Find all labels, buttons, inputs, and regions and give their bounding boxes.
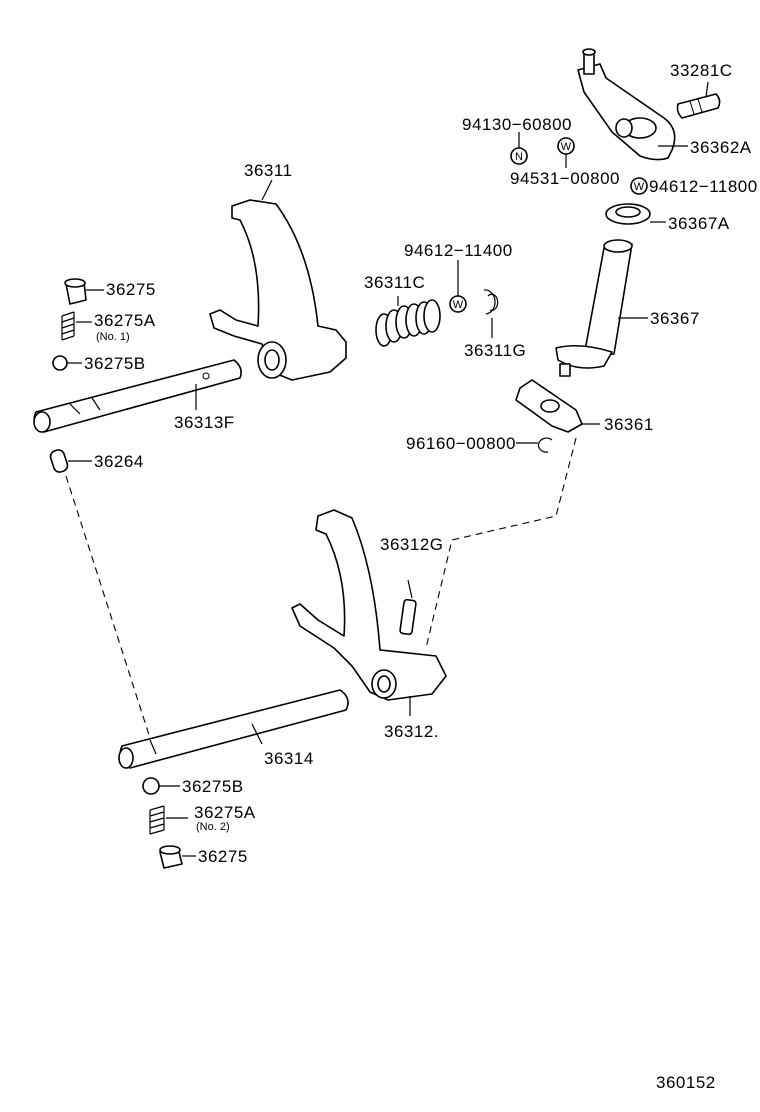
shift-fork-36312 (291, 509, 447, 716)
label-36275B-bottom: 36275B (182, 777, 244, 796)
svg-text:N: N (515, 151, 523, 163)
e-ring-96160 (516, 437, 553, 453)
ball-36275B-bottom (142, 777, 180, 795)
label-36275-bottom: 36275 (198, 847, 248, 866)
label-36275B-top: 36275B (84, 354, 146, 373)
spring-36311C (375, 296, 441, 347)
plug-36275-bottom (159, 845, 196, 869)
plug-36275-top (64, 278, 104, 305)
washer-symbol-94612-11800: W (630, 177, 648, 195)
shift-rod-36313F (33, 359, 242, 433)
washer-symbol-94531: W (557, 137, 575, 168)
shift-lever-36361 (515, 379, 600, 433)
shift-rod-36314 (118, 689, 349, 769)
label-36314: 36314 (264, 749, 314, 768)
key-36312G (399, 579, 417, 636)
label-36275A-bottom-note: (No. 2) (196, 821, 230, 833)
label-36275-top: 36275 (106, 280, 156, 299)
spring-36275A-bottom (149, 805, 188, 835)
svg-text:W: W (453, 299, 464, 311)
label-36313F: 36313F (174, 413, 235, 432)
label-33281C: 33281C (670, 61, 733, 80)
label-36275A-top: 36275A (94, 311, 156, 330)
label-36311G: 36311G (464, 341, 526, 360)
label-94130: 94130−60800 (462, 115, 572, 134)
label-94612-11400: 94612−11400 (404, 241, 513, 260)
label-36367: 36367 (650, 309, 700, 328)
pin-33281C (676, 81, 721, 119)
nut-symbol-94130: N (510, 132, 528, 165)
svg-text:W: W (634, 181, 645, 193)
snap-ring-36311G (483, 289, 499, 338)
label-36362A: 36362A (690, 138, 752, 157)
label-36361: 36361 (604, 415, 654, 434)
oil-seal-36367A (605, 203, 666, 225)
label-36367A: 36367A (668, 214, 730, 233)
spring-36275A-top (61, 311, 92, 341)
label-94531: 94531−00800 (510, 169, 620, 188)
svg-text:W: W (561, 141, 572, 153)
label-36275A-bottom: 36275A (194, 803, 256, 822)
interlock-pin-36264 (49, 449, 92, 473)
label-36312: 36312. (384, 722, 439, 741)
ball-36275B-top (52, 355, 82, 371)
washer-symbol-94612-11400: W (449, 260, 467, 313)
shift-inner-lever-shaft-36367 (555, 239, 648, 377)
label-36311: 36311 (244, 161, 293, 180)
part-labels: 33281C 94130−60800 36362A 94531−00800 94… (84, 61, 758, 1092)
label-36264: 36264 (94, 452, 144, 471)
shift-lever-36362A (577, 48, 688, 161)
label-94612-11800: 94612−11800 (649, 177, 758, 196)
label-36312G: 36312G (380, 535, 444, 554)
label-36311C: 36311C (364, 273, 425, 292)
alignment-lines (65, 437, 577, 739)
shift-fork-36311 (209, 179, 347, 381)
label-96160: 96160−00800 (406, 434, 516, 453)
label-36275A-top-note: (No. 1) (96, 331, 130, 343)
diagram-id: 360152 (656, 1073, 716, 1092)
